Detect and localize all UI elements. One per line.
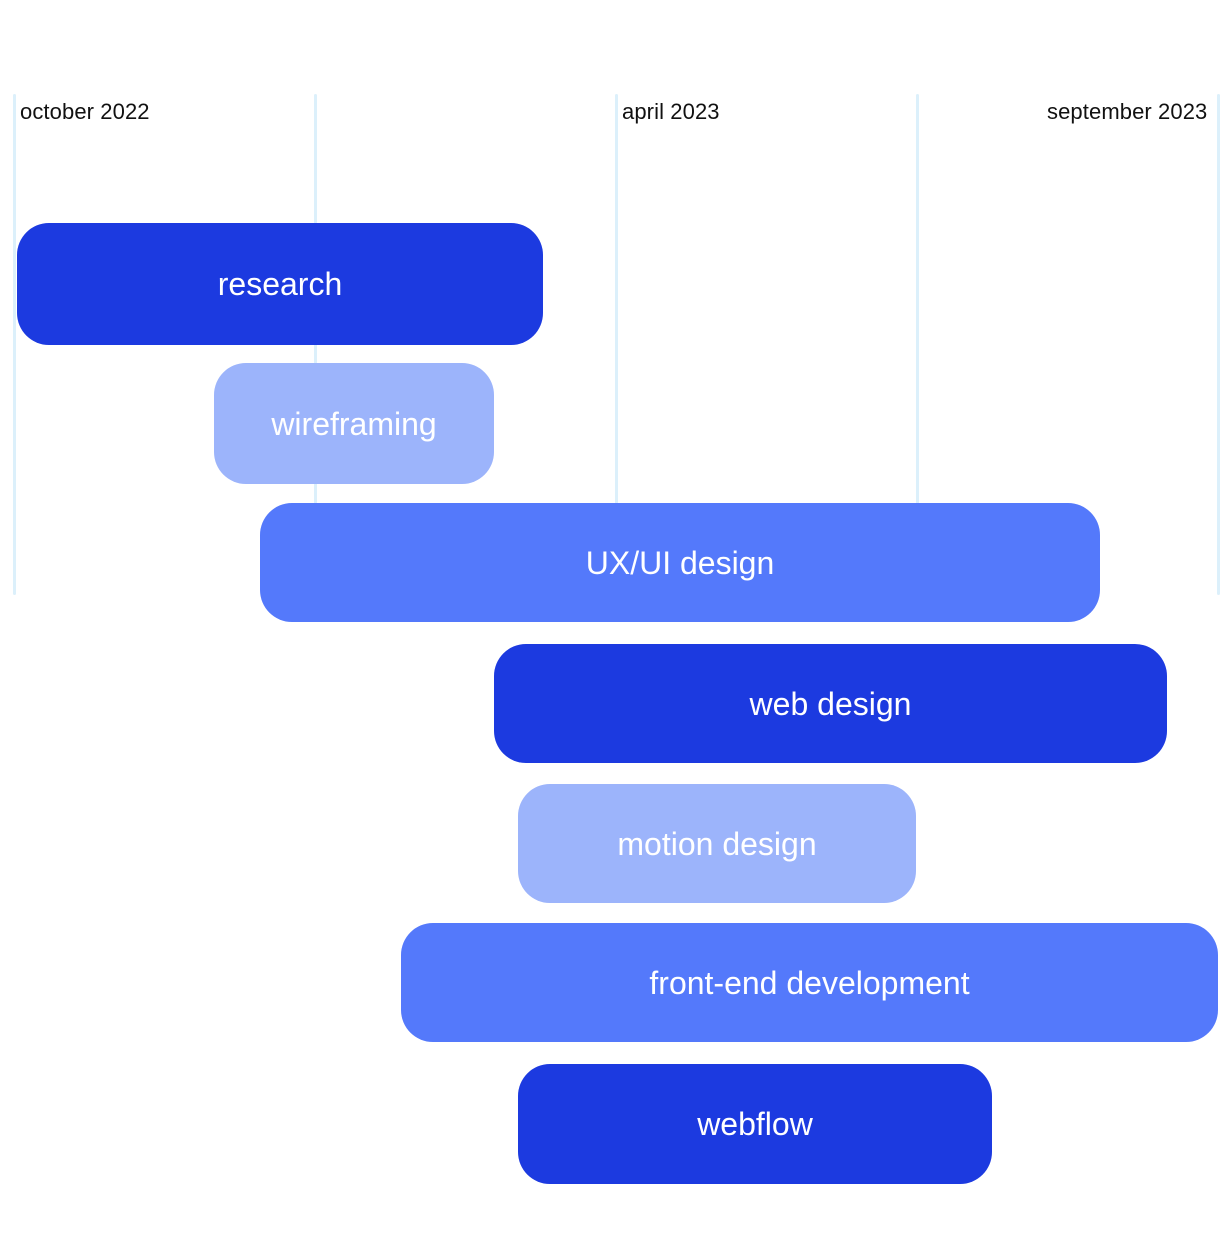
gridline-4	[1217, 94, 1220, 595]
axis-label-2: september 2023	[1047, 99, 1208, 124]
gantt-bar-webflow[interactable]: webflow	[518, 1064, 992, 1184]
gridline-0	[13, 94, 16, 595]
gantt-bar-label: motion design	[617, 825, 817, 862]
gantt-bar-label: UX/UI design	[585, 544, 775, 581]
gantt-bar-label: research	[217, 266, 343, 302]
gridline-3	[916, 94, 919, 595]
gantt-bar-wireframing[interactable]: wireframing	[214, 363, 494, 484]
gantt-bar-web-design[interactable]: web design	[494, 644, 1167, 763]
gantt-bar-research[interactable]: research	[17, 223, 543, 345]
gantt-bar-ux-ui-design[interactable]: UX/UI design	[260, 503, 1100, 622]
axis-label-1: april 2023	[622, 99, 720, 124]
gridline-2	[615, 94, 618, 595]
gantt-bar-label: web design	[749, 685, 912, 722]
axis-label-0: october 2022	[20, 99, 150, 124]
gantt-bar-front-end-development[interactable]: front-end development	[401, 923, 1218, 1042]
gantt-bar-label: webflow	[697, 1106, 813, 1142]
gantt-bar-label: wireframing	[271, 405, 437, 442]
gantt-bar-label: front-end development	[649, 964, 970, 1001]
gantt-bar-motion-design[interactable]: motion design	[518, 784, 916, 903]
